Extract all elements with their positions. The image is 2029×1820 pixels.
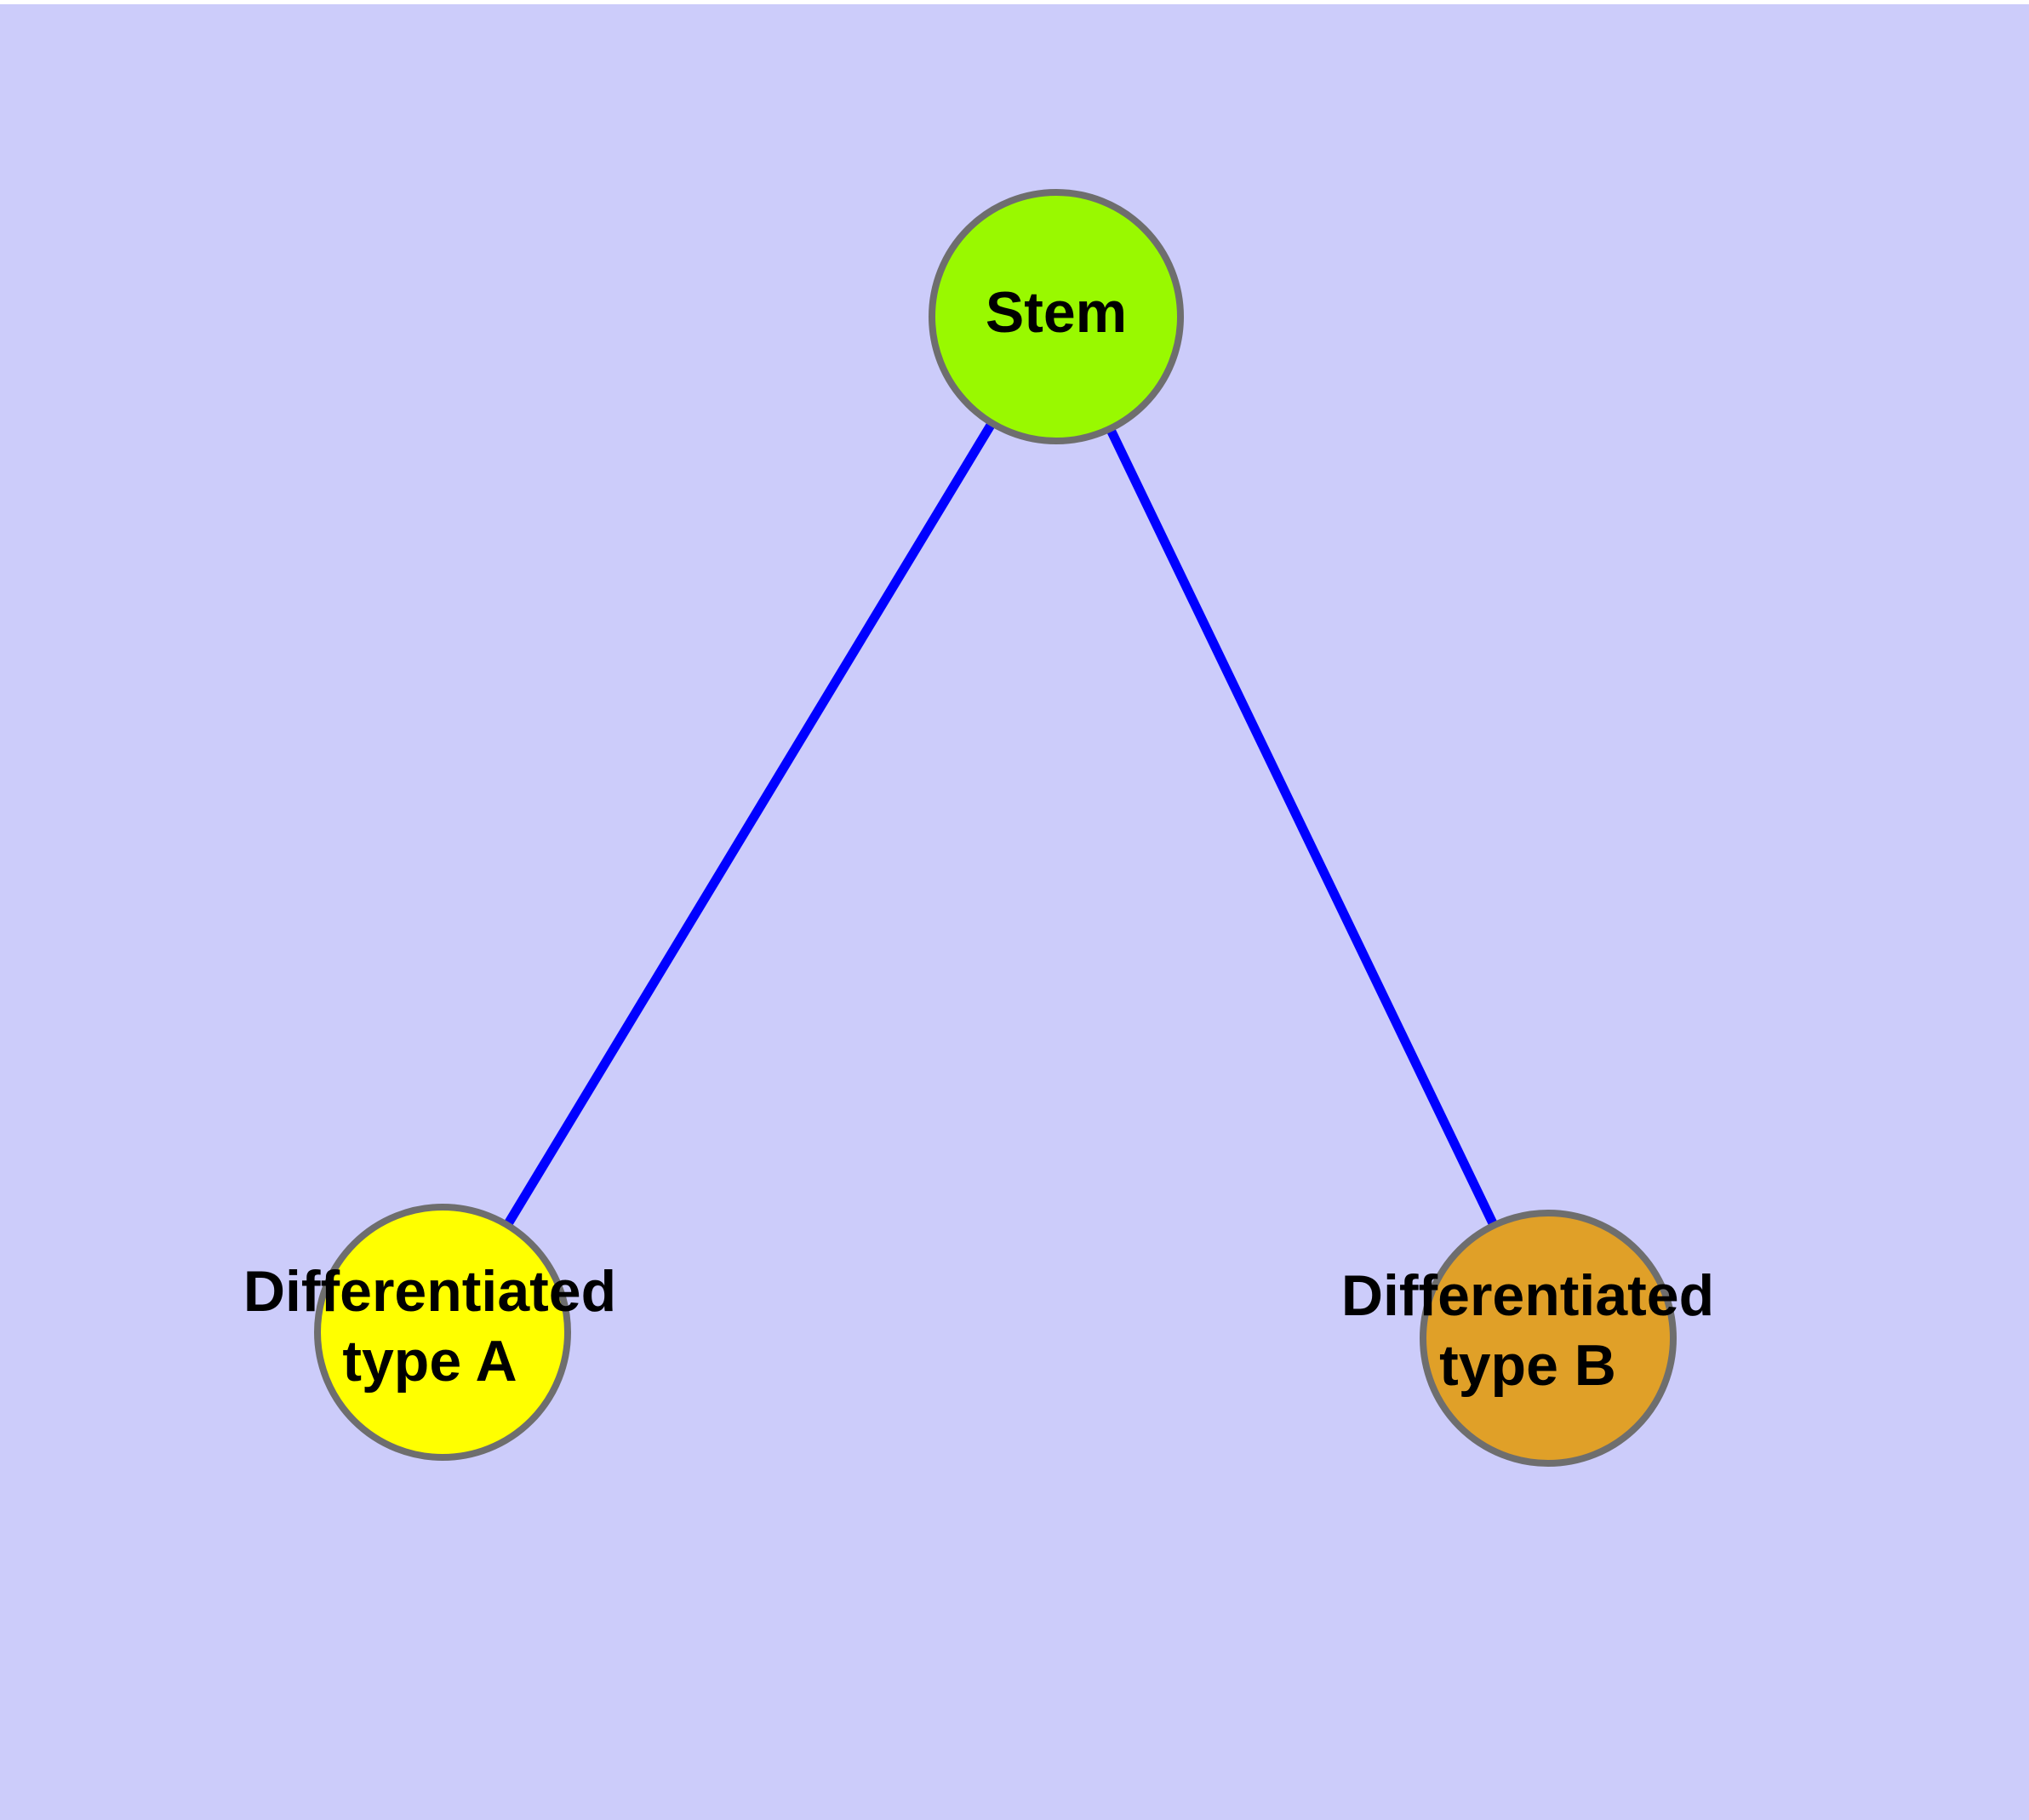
node-stem[interactable]: Stem [929, 189, 1184, 444]
node-circle-diff_a[interactable] [314, 1204, 571, 1461]
node-label-line: Differentiated [243, 1259, 616, 1324]
edge-stem-diff_a[interactable] [504, 421, 996, 1227]
node-label-line: Differentiated [1341, 1263, 1714, 1328]
node-label-line: type B [1439, 1333, 1616, 1398]
node-label-stem: Stem [986, 280, 1127, 345]
node-circle-stem[interactable] [929, 189, 1184, 444]
node-label-line: type A [342, 1329, 517, 1394]
node-circle-diff_b[interactable] [1420, 1210, 1677, 1467]
edge-stem-diff_b[interactable] [1106, 427, 1498, 1227]
node-label-line: Stem [986, 280, 1127, 345]
edge-layer [504, 421, 1498, 1227]
